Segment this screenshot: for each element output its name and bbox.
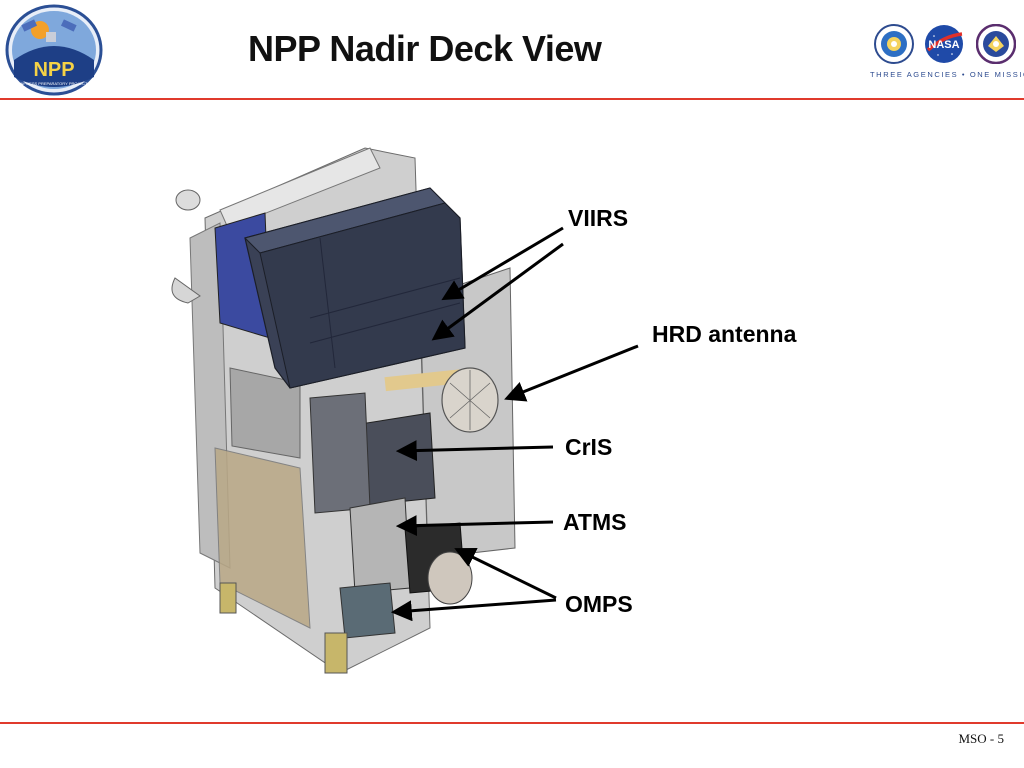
slide-number: MSO - 5 [958,731,1004,746]
hrd-antenna-label: HRD antenna [652,321,797,347]
viirs-arrow-2 [431,242,564,341]
header-rule [0,98,1024,100]
npp-logo-text: NPP [33,59,74,81]
npp-logo-icon: NPP NPOESS PREPARATORY PROJECT [5,4,103,96]
npp-logo-subtitle: NPOESS PREPARATORY PROJECT [21,81,89,86]
defense-seal-icon [976,24,1016,64]
nasa-logo-icon: NASA [925,25,963,63]
spacecraft-diagram [171,147,516,674]
viirs-arrow-1 [441,226,564,301]
cris-label: CrIS [565,434,613,460]
agency-tagline: THREE AGENCIES • ONE MISSION [870,70,1024,79]
svg-text:NASA: NASA [928,39,959,51]
cris-arrow [395,440,554,462]
footer-rule [0,722,1024,724]
omps-arrow-1 [454,547,557,600]
omps-label: OMPS [565,591,633,617]
atms-label: ATMS [563,509,627,535]
atms-arrow [395,515,554,537]
viirs-label: VIIRS [568,205,629,231]
hrd-antenna-arrow [504,344,639,402]
omps-arrow-2 [390,598,557,622]
slide-title: NPP Nadir Deck View [248,28,602,69]
commerce-seal-icon [874,24,914,64]
agency-logos: NASA THREE AGENCIES • ONE MISSION [868,24,1024,82]
